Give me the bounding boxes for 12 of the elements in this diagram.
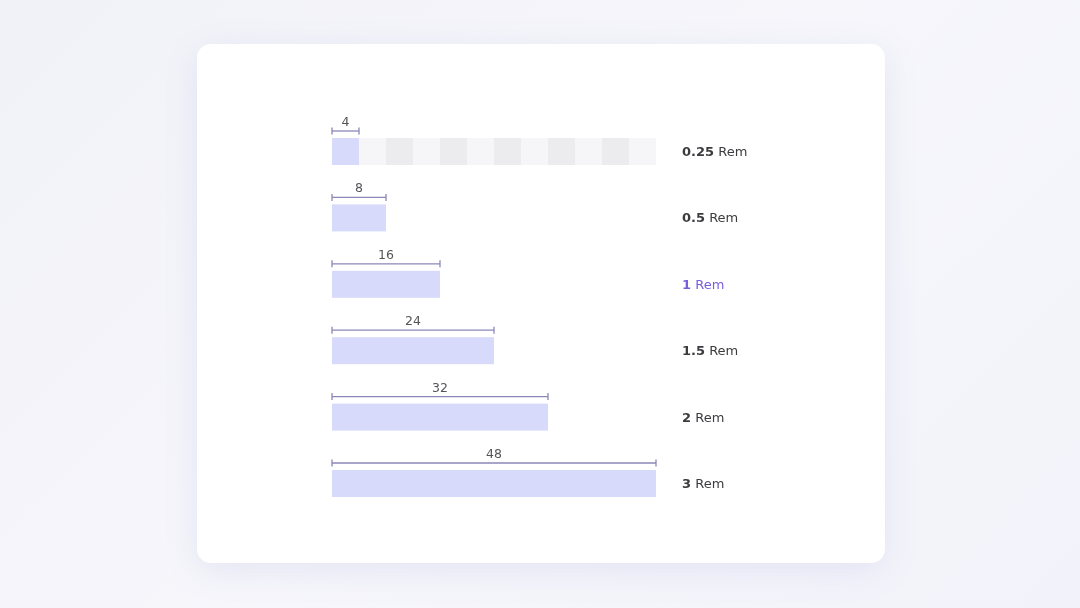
dimension-label: 24 — [405, 313, 421, 329]
size-label: 0.5 Rem — [682, 209, 739, 227]
size-label: 1 Rem — [682, 275, 725, 293]
dimension-label: 16 — [378, 246, 394, 262]
size-label: 2 Rem — [682, 408, 725, 426]
size-label: 3 Rem — [682, 475, 725, 492]
dimension-label: 4 — [341, 114, 350, 129]
dimension-label: 32 — [432, 379, 448, 395]
dimension-label: 48 — [486, 446, 502, 461]
dimension-label: 8 — [355, 180, 363, 196]
size-label: 1.5 Rem — [682, 342, 739, 360]
size-label: 0.25 Rem — [682, 143, 748, 160]
